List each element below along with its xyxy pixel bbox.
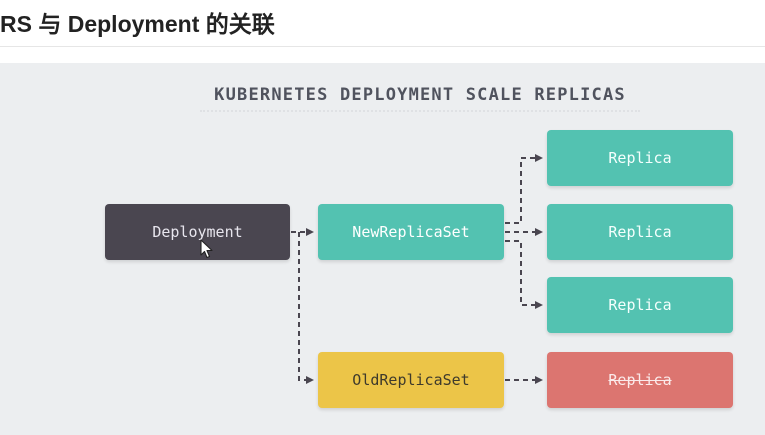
title-underline-ghost bbox=[200, 110, 640, 120]
mouse-pointer-icon bbox=[200, 239, 213, 259]
replica-node-2: Replica bbox=[547, 204, 733, 260]
arrow-new-rs-to-replica-3 bbox=[505, 240, 543, 309]
old-replica-label: Replica bbox=[608, 371, 672, 389]
replica-node-1: Replica bbox=[547, 130, 733, 186]
replica-node-3: Replica bbox=[547, 277, 733, 333]
old-replicaset-node: OldReplicaSet bbox=[318, 352, 504, 408]
connector-arrows bbox=[291, 154, 543, 384]
deployment-diagram: KUBERNETES DEPLOYMENT SCALE REPLICAS bbox=[0, 63, 765, 435]
arrow-new-rs-to-replica-1 bbox=[505, 154, 543, 224]
new-replicaset-node: NewReplicaSet bbox=[318, 204, 504, 260]
arrow-deployment-to-old-rs bbox=[298, 232, 314, 384]
old-replica-node: Replica bbox=[547, 352, 733, 408]
diagram-title: KUBERNETES DEPLOYMENT SCALE REPLICAS bbox=[214, 85, 626, 105]
page-heading: RS 与 Deployment 的关联 bbox=[0, 11, 275, 37]
deployment-node: Deployment bbox=[105, 204, 290, 260]
heading-divider bbox=[0, 46, 765, 47]
